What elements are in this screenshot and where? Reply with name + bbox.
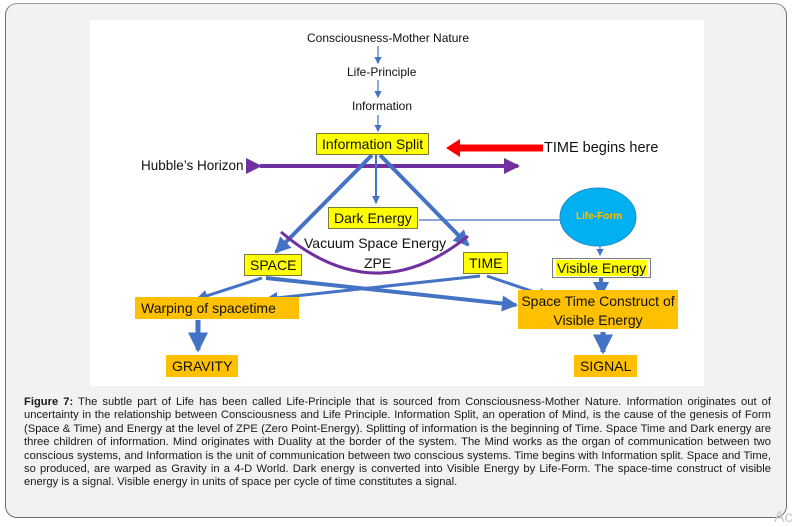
node-life-principle: Life-Principle	[347, 65, 417, 79]
node-visible-energy-text: Visible Energy	[556, 260, 648, 276]
life-form-node-shape	[559, 187, 637, 247]
node-information: Information	[352, 99, 413, 113]
label-vacuum-space-energy: Vacuum Space Energy	[304, 235, 447, 251]
edge-space-construct	[265, 276, 518, 312]
edge-time-warping	[265, 274, 481, 304]
node-space-time-construct: Space Time Construct of Visible Energy	[518, 290, 678, 329]
watermark-text: Ac	[774, 509, 793, 526]
node-space: SPACE	[244, 254, 303, 276]
caption-label: Figure 7:	[24, 396, 74, 408]
node-warping-of-spacetime: Warping of spacetime	[135, 297, 299, 319]
node-time: TIME	[463, 252, 509, 274]
edge-space-warping	[195, 276, 263, 302]
edge-split-space	[274, 153, 374, 254]
node-signal: SIGNAL	[574, 355, 638, 377]
edge-split-time	[378, 153, 470, 247]
node-information-split: Information Split	[316, 133, 430, 155]
caption-text: The subtle part of Life has been called …	[24, 396, 771, 489]
node-space-time-construct-line1: Space Time Construct of	[521, 293, 675, 309]
figure-caption: Figure 7: The subtle part of Life has be…	[24, 396, 771, 490]
time-begins-arrowhead	[446, 139, 460, 157]
node-dark-energy: Dark Energy	[328, 207, 418, 229]
zpe-arc	[280, 230, 469, 275]
node-life-form: Life-Form	[576, 211, 623, 222]
node-space-time-construct-line2: Visible Energy	[553, 312, 643, 328]
label-time-begins-here: TIME begins here	[544, 140, 659, 156]
node-gravity: GRAVITY	[166, 355, 239, 377]
label-zpe: ZPE	[364, 255, 392, 271]
label-hubbles-horizon: Hubble’s Horizon	[141, 158, 244, 173]
node-consciousness: Consciousness-Mother Nature	[307, 31, 470, 45]
node-visible-energy: Visible Energy	[552, 258, 652, 278]
